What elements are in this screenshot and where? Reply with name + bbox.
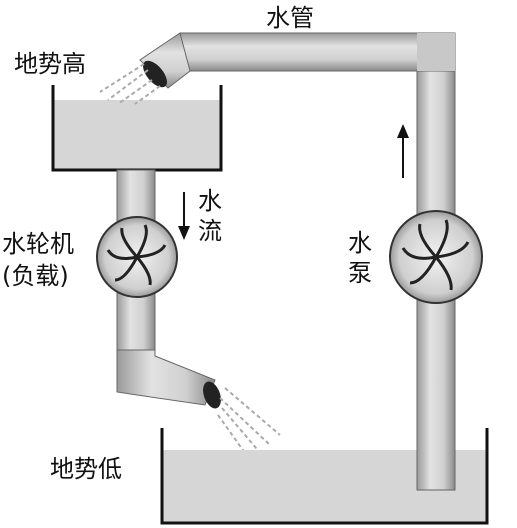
inlet-elbow bbox=[139, 32, 191, 89]
pump-blades-icon bbox=[401, 219, 470, 291]
high-ground-label: 地势高 bbox=[14, 50, 86, 78]
pipe-label: 水管 bbox=[266, 4, 314, 32]
water-flow-label-line1: 水 bbox=[198, 187, 222, 215]
inlet-spray bbox=[99, 63, 161, 105]
pump-label: 水 泵 bbox=[348, 228, 372, 288]
low-ground-label: 地势低 bbox=[50, 455, 122, 483]
upper-tank bbox=[51, 85, 223, 172]
water-flow-label: 水 流 bbox=[198, 186, 222, 246]
lower-tank-wall bbox=[160, 428, 489, 525]
top-pipe-corner bbox=[417, 33, 455, 71]
inlet-mouth bbox=[143, 60, 167, 88]
water-flow-label-line2: 流 bbox=[198, 217, 222, 245]
turbine-label-line2: (负载) bbox=[2, 262, 69, 290]
upper-tank-water bbox=[53, 100, 221, 170]
turbine-label: 水轮机 (负载) bbox=[2, 232, 74, 288]
turbine-blades-icon bbox=[106, 224, 167, 286]
turbine-wheel bbox=[96, 216, 178, 298]
pump-label-line2: 泵 bbox=[348, 259, 372, 287]
top-pipe bbox=[179, 32, 456, 72]
turbine-label-line1: 水轮机 bbox=[2, 230, 74, 258]
pump-wheel bbox=[389, 210, 483, 304]
outlet-elbow bbox=[116, 349, 216, 406]
up-arrow-icon bbox=[397, 124, 409, 178]
outlet-mouth bbox=[203, 381, 221, 409]
outlet-spray bbox=[217, 387, 281, 461]
pump-label-line1: 水 bbox=[348, 229, 372, 257]
down-arrow-icon bbox=[178, 192, 190, 240]
